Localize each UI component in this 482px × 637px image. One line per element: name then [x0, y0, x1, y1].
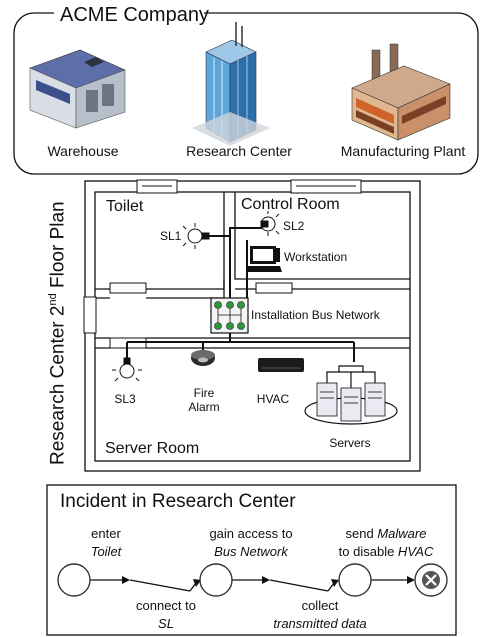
step-5-malware: Malware — [377, 526, 427, 541]
step-4-line1: collect — [301, 598, 339, 613]
step-3-line2: Bus Network — [214, 544, 288, 559]
sl3-bulb-icon — [112, 357, 142, 382]
device-label-fire-2: Alarm — [188, 400, 220, 414]
device-label-sl1: SL1 — [160, 229, 182, 243]
sl1-bulb-icon — [182, 223, 210, 249]
device-label-hvac: HVAC — [256, 392, 290, 406]
room-label-server: Server Room — [105, 440, 200, 457]
room-label-control: Control Room — [241, 196, 340, 213]
servers-icon — [304, 365, 398, 425]
step-1-line1: enter — [91, 526, 121, 541]
step-5-line1: send Malware — [346, 527, 427, 541]
step-5-line2: to disable HVAC — [339, 545, 434, 559]
device-label-servers: Servers — [329, 436, 371, 450]
side-title-prefix: Research Center 2 — [47, 305, 69, 465]
hvac-icon — [258, 358, 304, 372]
step-1-node — [57, 563, 91, 597]
incident-box — [46, 484, 457, 636]
step-3-node — [338, 563, 372, 597]
step-2-node — [199, 563, 233, 597]
device-label-bus: Installation Bus Network — [251, 308, 380, 322]
step-5-disable: to disable — [338, 544, 398, 559]
step-1-line2: Toilet — [90, 544, 122, 559]
step-2-line2: SL — [158, 616, 174, 631]
end-node-x-icon — [414, 563, 448, 597]
building-label-manufacturing-plant: Manufacturing Plant — [340, 143, 466, 159]
side-title-sup: nd — [47, 293, 59, 306]
device-label-sl2: SL2 — [283, 219, 305, 233]
sl2-bulb-icon — [260, 211, 280, 236]
incident-title: Incident in Research Center — [60, 491, 296, 512]
device-label-sl3: SL3 — [114, 392, 136, 406]
step-5-send: send — [345, 526, 378, 541]
step-5-hvac: HVAC — [397, 544, 434, 559]
fire-alarm-icon — [191, 350, 215, 366]
company-title: ACME Company — [60, 4, 209, 26]
incident-flow — [90, 576, 415, 592]
step-4-line2: transmitted data — [273, 616, 367, 631]
step-2-line1: connect to — [136, 598, 196, 613]
factory-icon — [351, 43, 451, 141]
room-label-toilet: Toilet — [106, 198, 144, 215]
building-label-research-center: Research Center — [186, 143, 292, 159]
office-tower-icon — [192, 22, 270, 146]
bus-network-icon — [210, 297, 249, 334]
side-title-suffix: Floor Plan — [47, 201, 69, 294]
device-label-fire-1: Fire — [193, 386, 215, 400]
building-label-warehouse: Warehouse — [47, 143, 119, 159]
network-wires — [126, 227, 355, 362]
warehouse-icon — [29, 49, 126, 129]
step-3-line1: gain access to — [209, 526, 293, 541]
device-label-workstation: Workstation — [284, 250, 348, 264]
company-box — [13, 12, 479, 175]
workstation-icon — [246, 246, 282, 272]
floor-plan-side-title: Research Center 2nd Floor Plan — [47, 201, 69, 465]
floor-plan-walls — [84, 180, 421, 472]
